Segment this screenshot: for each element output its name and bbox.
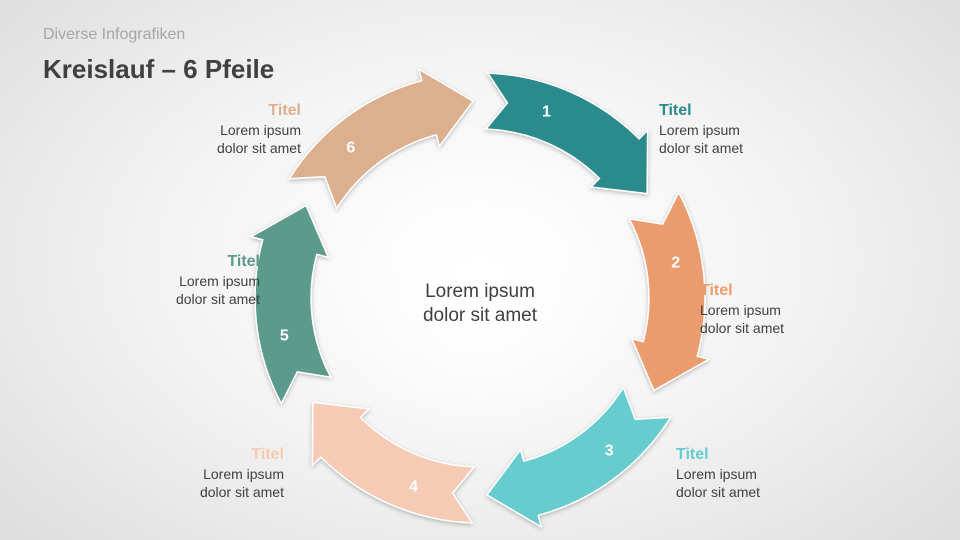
- step-5-text-line-2: dolor sit amet: [175, 291, 260, 307]
- step-2-label: Titel Lorem ipsum dolor sit amet: [700, 281, 860, 337]
- step-3-arrow: [485, 385, 673, 529]
- step-1-label: Titel Lorem ipsum dolor sit amet: [659, 101, 819, 157]
- step-4-arrow: [311, 401, 476, 524]
- step-4-number: 4: [409, 479, 418, 496]
- step-5-title: Titel: [227, 253, 260, 270]
- step-5-label: Titel Lorem ipsum dolor sit amet: [100, 252, 260, 308]
- step-6-title: Titel: [268, 102, 301, 119]
- step-2-text-line-1: Lorem ipsum: [700, 302, 781, 318]
- step-6-label: Titel Lorem ipsum dolor sit amet: [141, 101, 301, 157]
- step-3-number: 3: [605, 442, 614, 459]
- step-1-arrow: [484, 72, 649, 195]
- step-2-title: Titel: [700, 282, 733, 299]
- step-1-number: 1: [542, 103, 551, 120]
- step-4-title: Titel: [251, 446, 284, 463]
- step-2-number: 2: [671, 255, 680, 272]
- step-1-text-line-2: dolor sit amet: [659, 140, 744, 156]
- step-6-arrow: [287, 67, 475, 211]
- step-4-text-line-1: Lorem ipsum: [203, 466, 284, 482]
- step-5-number: 5: [280, 327, 289, 344]
- step-2-text-line-2: dolor sit amet: [700, 320, 785, 336]
- step-1-text-line-1: Lorem ipsum: [659, 122, 740, 138]
- step-4-text-line-2: dolor sit amet: [199, 484, 284, 500]
- step-5-arrow: [249, 204, 333, 406]
- center-line-1: Lorem ipsum: [425, 281, 535, 302]
- step-3-text-line-2: dolor sit amet: [676, 484, 761, 500]
- step-1-title: Titel: [659, 102, 692, 119]
- slide-title: Kreislauf – 6 Pfeile: [43, 54, 275, 84]
- step-6-text-line-2: dolor sit amet: [216, 140, 301, 156]
- step-6-text-line-1: Lorem ipsum: [220, 122, 301, 138]
- step-3-text-line-1: Lorem ipsum: [676, 466, 757, 482]
- slide-subtitle: Diverse Infografiken: [43, 26, 186, 43]
- step-6-number: 6: [346, 140, 355, 157]
- step-2-arrow: [627, 190, 711, 392]
- center-line-2: dolor sit amet: [422, 305, 538, 326]
- step-3-label: Titel Lorem ipsum dolor sit amet: [676, 445, 836, 501]
- step-3-title: Titel: [676, 446, 709, 463]
- step-4-label: Titel Lorem ipsum dolor sit amet: [124, 445, 284, 501]
- center-text: Lorem ipsum dolor sit amet: [380, 280, 580, 328]
- step-5-text-line-1: Lorem ipsum: [179, 273, 260, 289]
